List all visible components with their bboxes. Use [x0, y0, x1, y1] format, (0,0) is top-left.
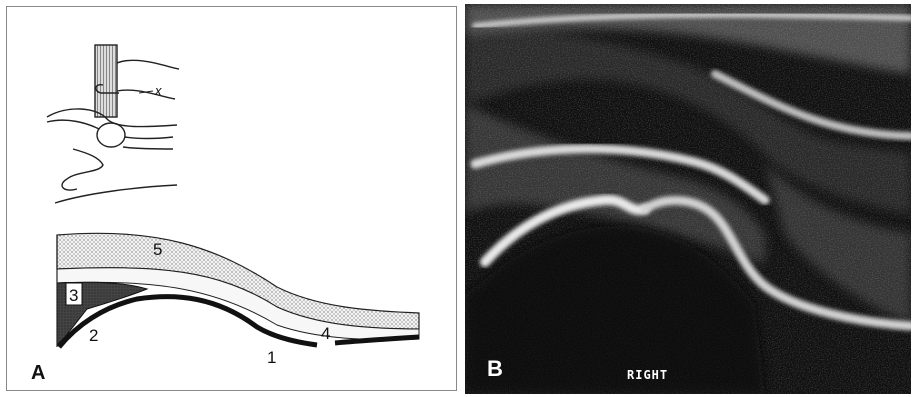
panel-a-letter: A: [31, 362, 45, 384]
tissue-layers-diagram: [57, 233, 419, 347]
ultrasound-image: B RIGHT: [465, 4, 911, 394]
label-layer-2: 2: [89, 326, 98, 345]
label-layer-3: 3: [69, 286, 78, 305]
transducer-probe-icon: [95, 45, 117, 117]
label-layer-4: 4: [321, 324, 330, 343]
panel-a-drawing: x 5 3 2 4 1 A: [7, 7, 458, 392]
panel-a-illustration: x 5 3 2 4 1 A: [6, 6, 457, 391]
sketch-x-mark: x: [154, 83, 162, 98]
label-layer-5: 5: [153, 240, 162, 259]
panel-b-ultrasound: B RIGHT: [465, 4, 911, 394]
transducer-sketch: [47, 45, 179, 203]
ultrasound-side-caption: RIGHT: [627, 368, 668, 382]
label-layer-1: 1: [267, 348, 276, 367]
panel-b-letter: B: [487, 356, 503, 381]
